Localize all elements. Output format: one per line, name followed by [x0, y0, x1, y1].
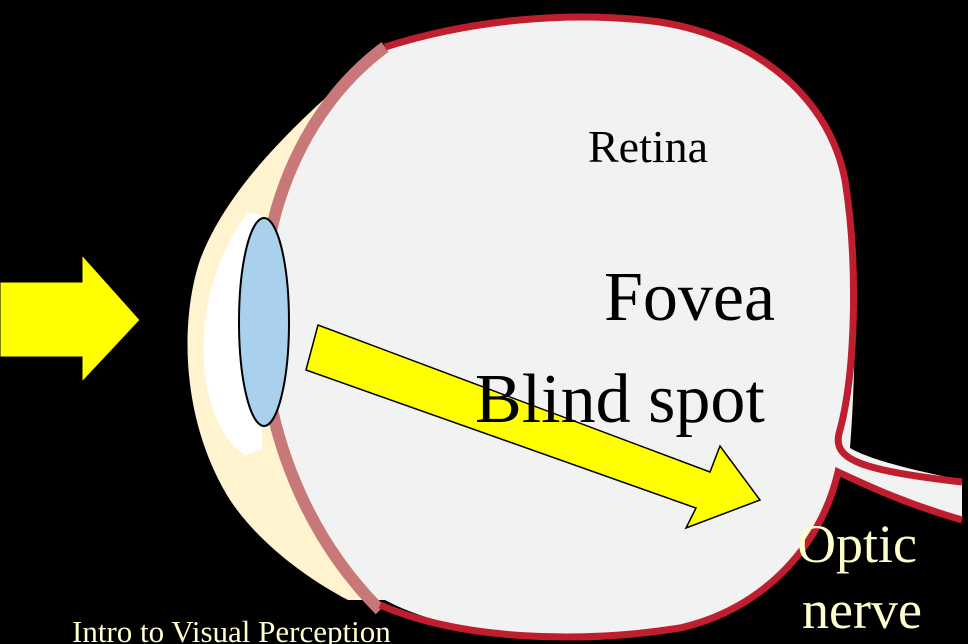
blind-spot-label: Blind spot	[475, 361, 765, 438]
retina-label: Retina	[588, 121, 708, 172]
optic-nerve-label-line2: nerve	[802, 580, 922, 640]
lens	[239, 218, 289, 426]
arrow-right-icon	[0, 255, 140, 382]
fovea-label: Fovea	[604, 259, 775, 336]
optic-nerve-label-line1: Optic	[797, 514, 917, 574]
slide-footer: Intro to Visual Perception	[72, 614, 391, 644]
